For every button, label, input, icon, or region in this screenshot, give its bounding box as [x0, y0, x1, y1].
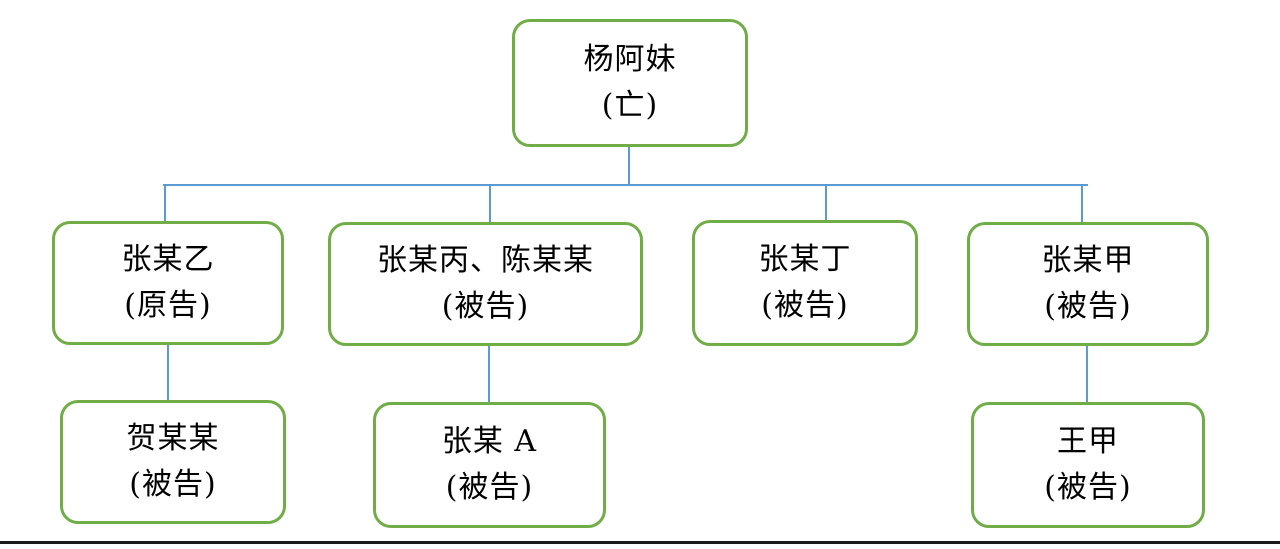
node-role: (原告) [124, 288, 212, 323]
connector-child4-grandchild3 [1086, 346, 1088, 402]
connector-root-to-bus [628, 147, 630, 184]
node-defendant-zhang-mou-a: 张某 A (被告) [373, 402, 606, 528]
connector-bus-to-child-2 [489, 184, 491, 223]
connector-bus-to-child-4 [1081, 184, 1083, 223]
node-role: (被告) [761, 288, 849, 323]
node-plaintiff-zhang-mou-yi: 张某乙 (原告) [52, 221, 284, 345]
node-deceased-yang-a-mei: 杨阿妹 (亡) [512, 19, 748, 147]
node-defendant-wang-jia: 王甲 (被告) [971, 402, 1205, 528]
node-role: (亡) [601, 88, 659, 123]
node-role: (被告) [445, 470, 534, 505]
node-role: (被告) [441, 289, 530, 324]
node-defendant-he-mou-mou: 贺某某 (被告) [60, 400, 286, 524]
node-name: 张某丁 [758, 241, 852, 277]
connector-child1-grandchild1 [167, 345, 169, 400]
connector-bus-to-child-3 [825, 184, 827, 221]
node-role: (被告) [1044, 470, 1132, 505]
node-defendant-zhang-mou-ding: 张某丁 (被告) [692, 220, 918, 346]
node-role: (被告) [1044, 289, 1132, 324]
node-name: 贺某某 [126, 420, 220, 456]
connector-bus-line [163, 184, 1088, 186]
node-name: 张某丙、陈某某 [377, 242, 594, 278]
node-name: 王甲 [1057, 423, 1119, 459]
node-defendant-zhang-mou-jia: 张某甲 (被告) [967, 222, 1209, 346]
node-role: (被告) [129, 467, 217, 502]
connector-bus-to-child-1 [164, 184, 166, 222]
node-defendants-zhang-mou-bing-chen-mou-mou: 张某丙、陈某某 (被告) [328, 222, 643, 346]
node-name: 张某甲 [1041, 242, 1135, 278]
bottom-divider [0, 541, 1280, 544]
node-name: 张某 A [441, 423, 538, 459]
connector-child2-grandchild2 [488, 346, 490, 402]
node-name: 杨阿妹 [583, 41, 677, 77]
node-name: 张某乙 [121, 241, 215, 277]
